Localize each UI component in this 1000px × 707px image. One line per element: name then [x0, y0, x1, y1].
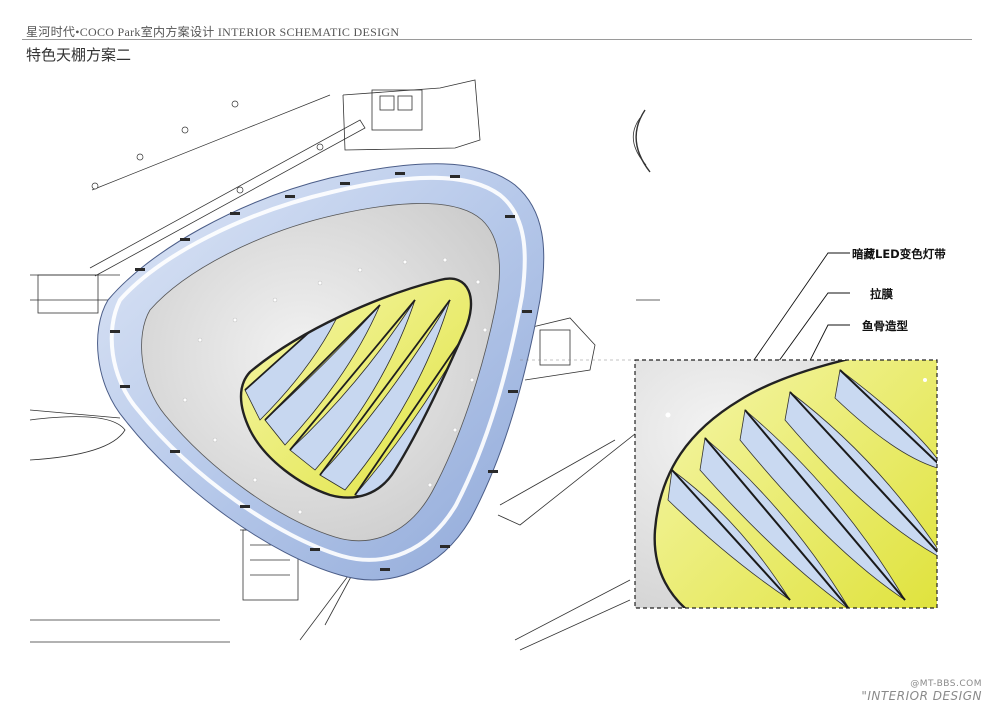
- downlights: [182, 257, 488, 515]
- detail-enlargement: [635, 360, 937, 608]
- detail-frame: [634, 359, 938, 609]
- ring-annotations: [110, 172, 532, 571]
- header-rule: [22, 39, 972, 40]
- grid-axis: [91, 94, 331, 194]
- callout-fishbone: 鱼骨造型: [862, 319, 908, 333]
- callout-stretch-membrane: 拉膜: [870, 287, 893, 301]
- site-lines: [29, 79, 660, 651]
- membrane-outline: [239, 277, 473, 499]
- header-title: 星河时代•COCO Park室内方案设计 INTERIOR SCHEMATIC …: [26, 25, 400, 39]
- callout-led-strip: 暗藏LED变色灯带: [852, 247, 946, 261]
- watermark: @MT-BBS.COM "INTERIOR DESIGN: [861, 679, 982, 703]
- watermark-name: "INTERIOR DESIGN: [861, 689, 982, 703]
- watermark-url: @MT-BBS.COM: [910, 679, 982, 689]
- page-subtitle: 特色天棚方案二: [26, 46, 132, 64]
